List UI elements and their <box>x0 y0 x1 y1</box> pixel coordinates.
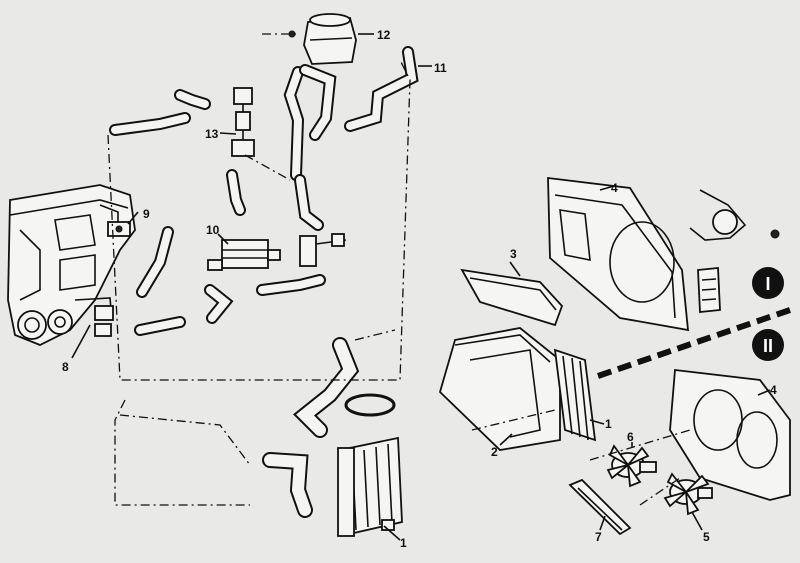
callout-11: 11 <box>434 61 447 75</box>
fan-motor-bracket <box>689 189 780 241</box>
callout-13: 13 <box>205 127 219 141</box>
routing-lines <box>107 59 411 506</box>
callout-9: 9 <box>143 207 150 221</box>
upper-hoses <box>109 89 326 336</box>
thermostat-valve-13 <box>231 87 255 157</box>
fan-5 <box>663 472 713 516</box>
callout-8: 8 <box>62 360 69 374</box>
expansion-hose-11 <box>283 46 419 231</box>
callout-6: 6 <box>627 430 634 444</box>
air-guide-3 <box>460 268 564 327</box>
fan-shroud-2 <box>438 327 561 451</box>
lower-radiator-hose <box>262 337 360 518</box>
engine-outlet-flange-9 <box>107 221 131 237</box>
callout-1-right: 1 <box>605 417 612 431</box>
radiator-1-centre <box>337 436 403 537</box>
fan-6 <box>606 444 657 488</box>
callout-10: 10 <box>206 223 220 237</box>
engine-inlet-flange-8 <box>94 305 114 337</box>
callout-4-top: 4 <box>611 181 618 195</box>
callouts: 12 11 13 10 9 8 1 4 3 2 1 4 6 5 7 <box>62 28 777 550</box>
grille-insert <box>697 267 721 313</box>
fan-shroud-4-bottom <box>669 368 791 501</box>
hose-clamp <box>344 393 396 417</box>
expansion-reservoir-12 <box>262 13 357 65</box>
radiator-1-right <box>553 348 597 442</box>
callout-4-bottom: 4 <box>770 383 777 397</box>
variant-label-ii: II <box>763 336 773 356</box>
fan-shroud-4-top <box>547 176 690 332</box>
engine-block <box>7 184 136 346</box>
variant-badge-i: I <box>752 267 784 299</box>
frame-strip-7 <box>568 478 632 536</box>
callout-12: 12 <box>377 28 391 42</box>
callout-2: 2 <box>491 445 498 459</box>
heat-exchanger-10 <box>207 239 281 271</box>
callout-1-radiator: 1 <box>400 536 407 550</box>
leader-lines <box>71 33 771 541</box>
hose-connector <box>299 233 347 267</box>
right-routing-lines <box>471 409 691 506</box>
callout-5: 5 <box>703 530 710 544</box>
variant-label-i: I <box>765 274 770 294</box>
variant-badge-ii: II <box>752 329 784 361</box>
callout-7: 7 <box>595 530 602 544</box>
callout-3: 3 <box>510 247 517 261</box>
variant-divider <box>597 307 791 379</box>
